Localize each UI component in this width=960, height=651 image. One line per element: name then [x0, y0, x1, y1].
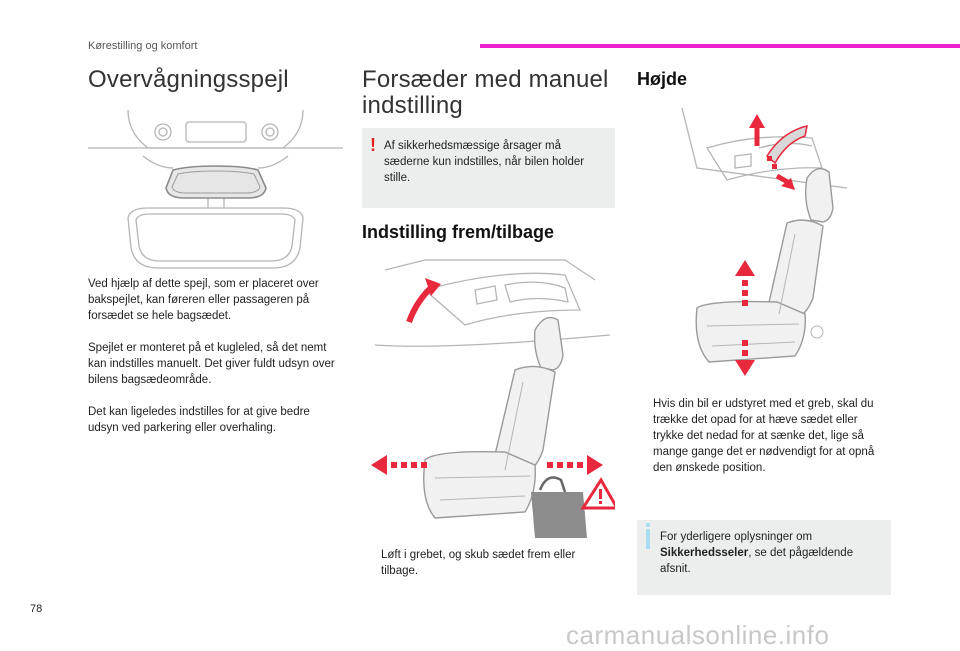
info-icon — [646, 523, 650, 549]
info-note-text-2: , se det pågældende afsnit. — [660, 547, 854, 575]
safety-warning-box: ! Af sikkerhedsmæssige årsager må sædern… — [362, 128, 615, 208]
info-note-box: For yderligere oplysninger om Sikkerheds… — [637, 520, 891, 595]
section-accent-bar — [480, 44, 960, 48]
safety-warning-text: Af sikkerhedsmæssige årsager må sæderne … — [384, 140, 585, 184]
fore-aft-instruction: Løft i grebet, og skub sædet frem eller … — [365, 547, 605, 579]
watermark: carmanualsonline.info — [566, 620, 830, 650]
info-note-link-seatbelts: Sikkerhedsseler — [660, 547, 749, 559]
mirror-description: Ved hjælp af dette spejl, som er placere… — [88, 276, 343, 452]
mirror-paragraph-3: Det kan ligeledes indstilles for at give… — [88, 406, 310, 434]
mirror-paragraph-1: Ved hjælp af dette spejl, som er placere… — [88, 278, 319, 322]
height-heading: Højde — [637, 69, 688, 89]
fore-aft-seat-illustration — [371, 259, 615, 538]
height-instruction: Hvis din bil er udstyret med et greb, sk… — [637, 396, 889, 476]
info-note-text-1: For yderligere oplysninger om — [660, 531, 813, 543]
mirror-paragraph-2: Spejlet er monteret på et kugleled, så d… — [88, 342, 335, 386]
height-instruction-text: Hvis din bil er udstyret med et greb, sk… — [653, 398, 875, 474]
fore-aft-instruction-text: Løft i grebet, og skub sædet frem eller … — [381, 549, 576, 577]
height-seat-illustration — [681, 108, 847, 376]
seats-heading: Forsæder med manuel indstilling — [362, 66, 609, 119]
page-number: 78 — [30, 603, 43, 615]
section-label: Kørestilling og komfort — [88, 40, 198, 52]
mirror-heading: Overvågningsspejl — [88, 66, 289, 93]
fore-aft-heading: Indstilling frem/tilbage — [362, 222, 555, 242]
warning-exclamation-icon: ! — [370, 135, 376, 155]
mirror-illustration — [88, 109, 343, 269]
